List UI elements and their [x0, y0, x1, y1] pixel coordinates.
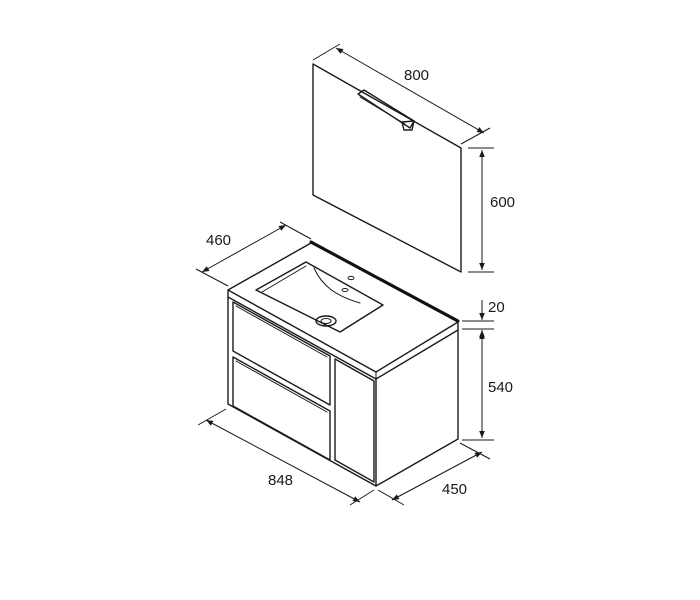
mirror-height-dimension: 600 — [468, 147, 515, 273]
countertop-back-edge — [309, 240, 460, 323]
drain-icon — [315, 315, 337, 327]
lower-drawer — [232, 356, 331, 461]
overall-width-label: 848 — [268, 472, 293, 489]
cabinet-front-face — [227, 296, 377, 487]
overall-width-dimension: 848 — [197, 408, 375, 506]
mirror-frame — [312, 63, 462, 273]
mirror-light-fixture — [357, 89, 415, 131]
mirror-height-label: 600 — [490, 194, 515, 211]
cabinet-side-face — [375, 329, 459, 487]
mirror-width-label: 800 — [404, 67, 429, 84]
depth-dimension: 460 — [195, 221, 312, 287]
upper-drawer — [232, 301, 331, 406]
side-door — [334, 358, 375, 483]
cabinet-depth-dimension: 450 — [377, 442, 491, 506]
overflow-hole-icon — [341, 288, 349, 292]
cabinet-depth-label: 450 — [442, 481, 467, 498]
mirror-width-dimension: 800 — [312, 43, 491, 145]
vanity-cabinet — [227, 240, 460, 487]
tap-hole-icon — [347, 275, 355, 281]
depth-label: 460 — [206, 232, 231, 249]
countertop-thickness-dimension: 20 — [462, 299, 505, 350]
countertop-top-face — [227, 242, 459, 373]
countertop-thickness-label: 20 — [488, 299, 505, 316]
mirror — [312, 63, 462, 273]
cabinet-height-dimension: 540 — [462, 332, 513, 441]
cabinet-height-label: 540 — [488, 379, 513, 396]
washbasin — [255, 261, 384, 333]
